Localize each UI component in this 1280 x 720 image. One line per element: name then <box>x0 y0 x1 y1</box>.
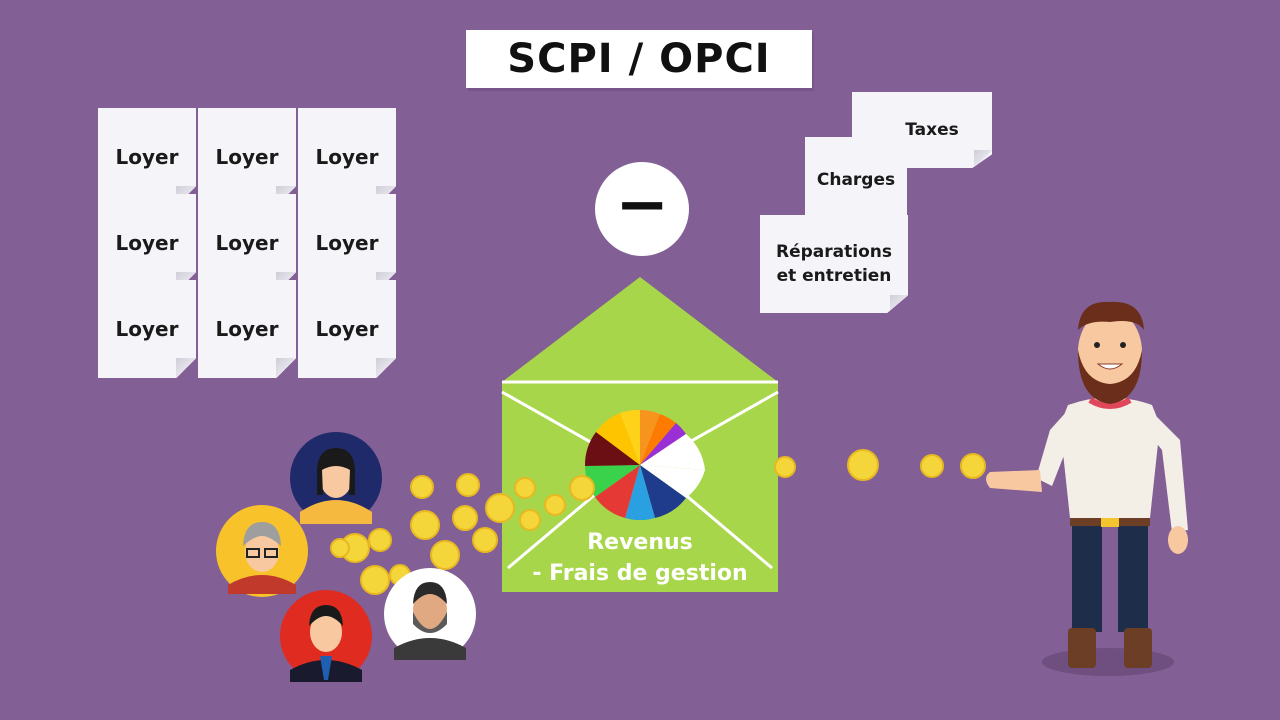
investor-avatar-icon <box>280 590 372 682</box>
loyer-label: Loyer <box>315 317 379 341</box>
repairs-label-line1: Réparations <box>776 242 892 262</box>
envelope-line1: Revenus <box>587 530 693 555</box>
loyer-label: Loyer <box>315 145 379 169</box>
loyer-label: Loyer <box>115 231 179 255</box>
loyer-label: Loyer <box>215 145 279 169</box>
loyer-label: Loyer <box>115 317 179 341</box>
loyer-label: Loyer <box>315 231 379 255</box>
loyer-note: Loyer <box>298 194 396 292</box>
minus-icon: − <box>595 162 689 256</box>
taxes-label: Taxes <box>905 120 959 140</box>
pie-chart-icon <box>584 409 705 521</box>
loyer-note: Loyer <box>98 194 196 292</box>
loyer-label: Loyer <box>215 317 279 341</box>
investor-avatar-icon <box>384 568 476 660</box>
page-title: SCPI / OPCI <box>507 36 771 82</box>
loyer-note: Loyer <box>298 280 396 378</box>
investor-avatar-icon <box>216 505 308 597</box>
title-box: SCPI / OPCI <box>466 30 812 88</box>
repairs-label-line2: et entretien <box>776 266 892 286</box>
envelope-line2: - Frais de gestion <box>532 561 748 586</box>
manager-figure-icon <box>986 301 1188 676</box>
loyer-label: Loyer <box>115 145 179 169</box>
loyer-note: Loyer <box>98 280 196 378</box>
repairs-note: Réparations et entretien <box>760 215 908 313</box>
investor-avatar-icon <box>290 432 382 524</box>
charges-label: Charges <box>816 170 896 190</box>
loyer-label: Loyer <box>215 231 279 255</box>
loyer-note: Loyer <box>198 108 296 206</box>
operator-symbol: − <box>615 168 669 242</box>
